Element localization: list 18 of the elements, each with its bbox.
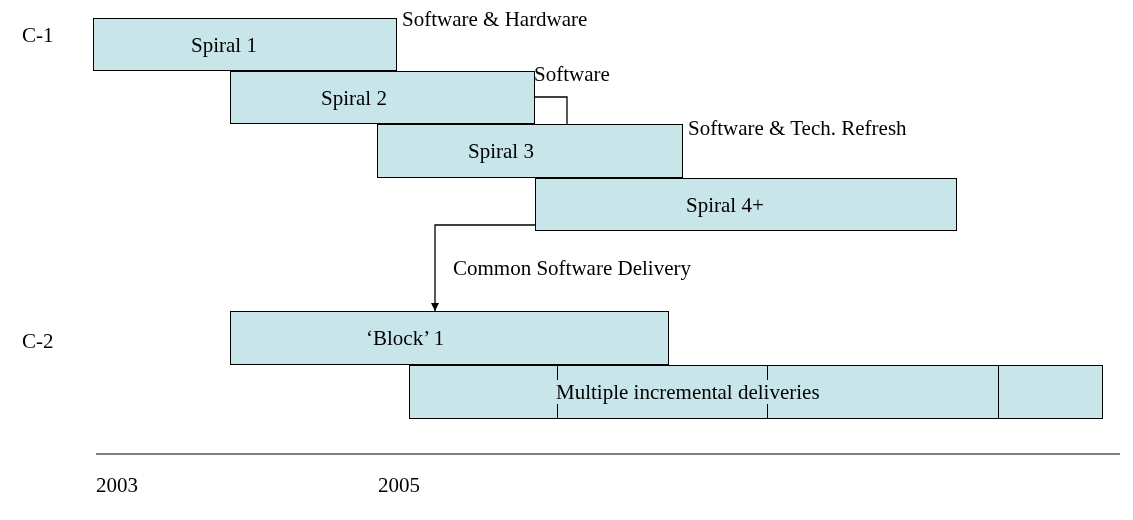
timeline-bar: [230, 311, 669, 365]
bar-label: Multiple incremental deliveries: [556, 380, 820, 404]
year-label: 2003: [96, 473, 138, 497]
phase-note: Software: [534, 62, 610, 86]
bar-label: Spiral 4+: [686, 193, 764, 217]
bar-label: Spiral 1: [191, 33, 257, 57]
phase-note: Software & Hardware: [402, 7, 588, 31]
row-label: C-1: [22, 23, 54, 47]
timeline-bar: [535, 178, 957, 231]
connector-line: [534, 96, 568, 125]
bar-label: Spiral 3: [468, 139, 534, 163]
bar-label: ‘Block’ 1: [366, 326, 445, 350]
timeline-bar: [409, 365, 1103, 419]
arrow: [431, 224, 536, 312]
phase-note: Software & Tech. Refresh: [688, 116, 907, 140]
row-label: C-2: [22, 329, 54, 353]
year-label: 2005: [378, 473, 420, 497]
bar-label: Spiral 2: [321, 86, 387, 110]
